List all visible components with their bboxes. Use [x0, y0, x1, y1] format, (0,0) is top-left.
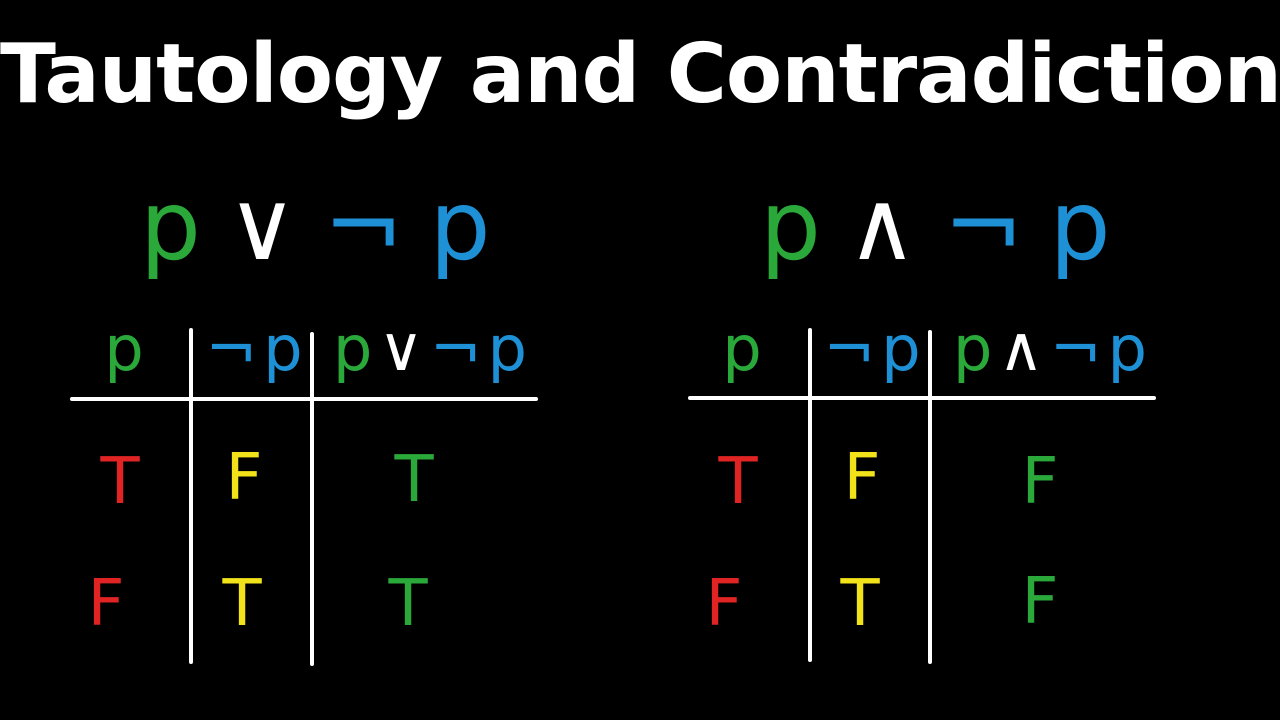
header-p: p	[722, 312, 762, 385]
table-cell: T	[394, 443, 434, 517]
table-cell: F	[1021, 565, 1059, 639]
table-header-divider	[688, 396, 1156, 400]
expr-negation: ¬	[943, 170, 1024, 282]
header-p: p	[104, 312, 144, 385]
expr-p: p	[140, 170, 201, 282]
header-p-and-not-p: p ∧ ¬ p	[952, 312, 1148, 385]
table-cell: F	[1021, 445, 1059, 519]
table-cell: T	[222, 567, 262, 641]
table-cell: F	[225, 441, 263, 515]
table-cell: F	[87, 567, 125, 641]
table-cell: T	[718, 445, 758, 519]
table-cell: F	[843, 441, 881, 515]
table-cell: F	[705, 567, 743, 641]
header-not-p: ¬ p	[205, 312, 303, 385]
table-cell: T	[840, 567, 880, 641]
column-divider	[808, 328, 812, 662]
expr-and-operator: ∧	[846, 170, 918, 282]
table-cell: T	[100, 445, 140, 519]
column-divider	[189, 328, 193, 664]
column-divider	[928, 330, 932, 664]
expr-p: p	[760, 170, 821, 282]
page-title: Tautology and Contradiction	[0, 27, 1280, 122]
contradiction-expression: p ∧ ¬ p	[760, 170, 1111, 282]
expr-p2: p	[1049, 170, 1111, 282]
expr-or-operator: ∨	[226, 170, 298, 282]
expr-p2: p	[429, 170, 491, 282]
table-cell: T	[388, 567, 428, 641]
expr-negation: ¬	[323, 170, 404, 282]
table-header-divider	[70, 397, 538, 401]
column-divider	[310, 332, 314, 666]
header-not-p: ¬ p	[823, 312, 921, 385]
header-p-or-not-p: p ∨ ¬ p	[332, 312, 528, 385]
tautology-expression: p ∨ ¬ p	[140, 170, 491, 282]
